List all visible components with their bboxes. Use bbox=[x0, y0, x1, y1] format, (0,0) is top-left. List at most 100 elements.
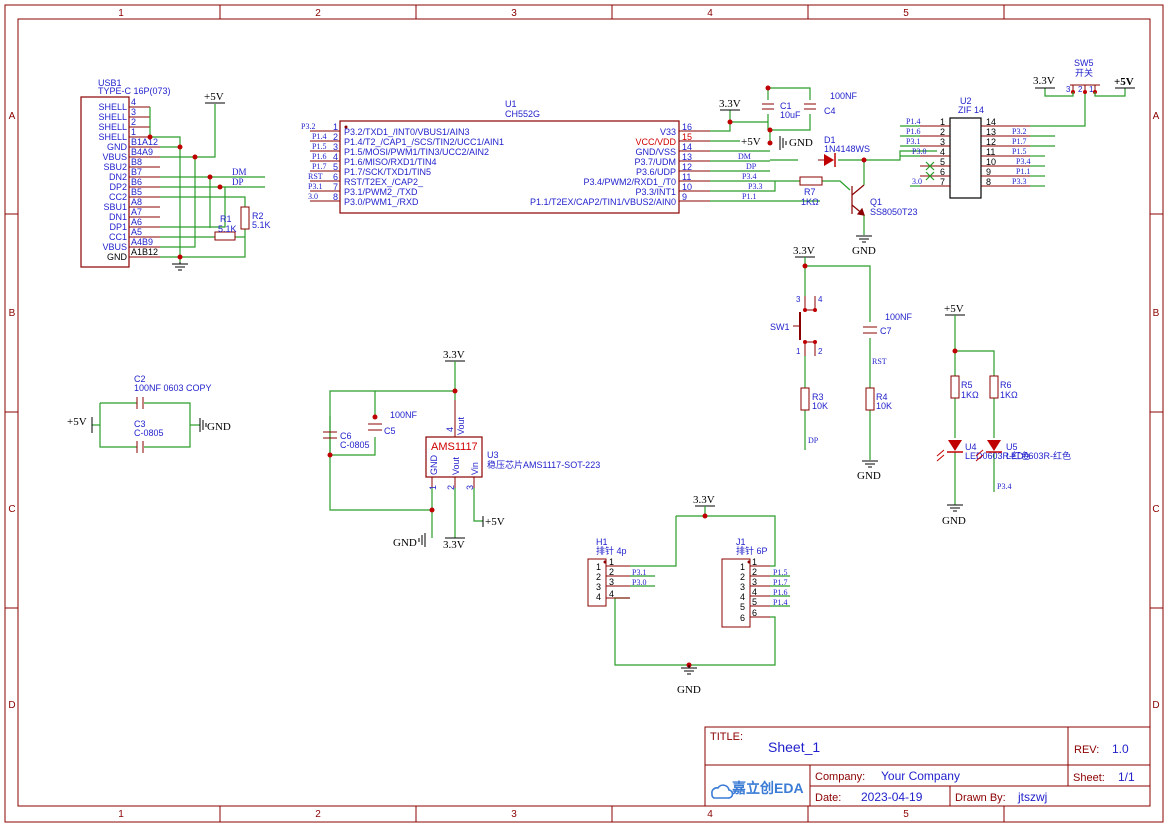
u4-led-icon bbox=[936, 440, 963, 462]
u1-right-pin: P3.3/INT1 bbox=[635, 187, 676, 197]
d1-part: 1N4148WS bbox=[824, 144, 870, 154]
u1-right-pin: GND/VSS bbox=[635, 147, 676, 157]
r6-ref: R6 bbox=[1000, 380, 1012, 390]
u2-zif-socket: U2 ZIF 14 1 2 3 4 5 6 7 14 13 12 11 10 9 bbox=[920, 96, 1030, 199]
usb-pin-name: DP2 bbox=[109, 182, 127, 192]
r7-resistor: R7 1KΩ bbox=[799, 176, 823, 207]
u1-pin-num: 12 bbox=[682, 162, 692, 172]
net-label: P1.4 bbox=[906, 117, 920, 126]
u2-pin-num: 12 bbox=[986, 137, 996, 147]
led-wires bbox=[954, 315, 995, 505]
gnd-label: GND bbox=[942, 515, 966, 527]
u1-pin-num: 10 bbox=[682, 182, 692, 192]
row-label: B bbox=[9, 308, 16, 319]
usb-pin-num: 4 bbox=[131, 97, 136, 107]
usb-pin-num: B5 bbox=[131, 187, 142, 197]
u1-left-pin: P1.7/SCK/TXD1/TIN5 bbox=[344, 167, 431, 177]
u1-pin-num: 4 bbox=[333, 152, 338, 162]
row-label: C bbox=[8, 504, 15, 515]
usb-power: +5V DM DP bbox=[172, 91, 247, 271]
r2-ref: R2 bbox=[252, 211, 264, 221]
u1-pin-num: 2 bbox=[333, 132, 338, 142]
drawn-label: Drawn By: bbox=[955, 792, 1006, 804]
u1-right-pin: V33 bbox=[660, 127, 676, 137]
c6-capacitor bbox=[323, 431, 337, 439]
u5-part: LED0603R-红色 bbox=[1006, 450, 1071, 461]
col-label: 5 bbox=[903, 809, 909, 820]
r7-ref: R7 bbox=[804, 187, 816, 197]
j1-pin-num: 4 bbox=[752, 587, 757, 597]
col-label: 5 bbox=[903, 8, 909, 19]
net-label: P1.6 bbox=[312, 152, 326, 161]
r2-resistor: R2 5.1K bbox=[240, 206, 271, 230]
u3-pin-name: Vout bbox=[451, 456, 461, 475]
j1-pin-num: 2 bbox=[752, 567, 757, 577]
company-value: Your Company bbox=[881, 769, 960, 783]
h1-header: H1 排针 4p 1 2 3 4 1 2 3 4 P3.1 P3.0 bbox=[587, 537, 646, 607]
no-connect-icon bbox=[925, 161, 935, 181]
c4-ref: C4 bbox=[824, 106, 836, 116]
c6-value: C-0805 bbox=[340, 440, 370, 450]
u2-part: ZIF 14 bbox=[958, 105, 984, 115]
net-label: P1.5 bbox=[312, 142, 326, 151]
sw1-pin-num: 3 bbox=[796, 295, 801, 304]
r7-value: 1KΩ bbox=[801, 197, 819, 207]
c3-ref: C3 bbox=[134, 419, 146, 429]
c2-capacitor bbox=[136, 397, 144, 409]
company-label: Company: bbox=[815, 771, 865, 783]
q1-ref: Q1 bbox=[870, 197, 882, 207]
j1-pin-num: 6 bbox=[740, 613, 745, 623]
r3-ref: R3 bbox=[812, 392, 824, 402]
u1-right-pin: P1.1/T2EX/CAP2/TIN1/VBUS2/AIN0 bbox=[530, 197, 676, 207]
usb-pin-name: VBUS bbox=[102, 152, 127, 162]
u1-pin-num: 9 bbox=[682, 192, 687, 202]
rst-net: RST bbox=[872, 357, 887, 366]
p33-label: 3.3V bbox=[443, 539, 465, 551]
net-label: P3.1 bbox=[906, 137, 920, 146]
sw5-pin-num: 1 bbox=[1089, 85, 1094, 94]
net-label: P1.5 bbox=[1012, 147, 1026, 156]
usb-pin-name: SHELL bbox=[98, 122, 127, 132]
c4-capacitor bbox=[804, 103, 816, 110]
u3-pin-num: 1 bbox=[428, 485, 438, 490]
sw5-wires bbox=[1044, 88, 1126, 97]
gnd-symbol-icon bbox=[779, 136, 787, 150]
u3-pin-name: GND bbox=[429, 455, 439, 476]
c3-capacitor bbox=[136, 441, 144, 453]
u4-part: LED0603R-红色 bbox=[965, 450, 1030, 461]
u1-left-pin: P3.2/TXD1_/INT0/VBUS1/AIN3 bbox=[344, 127, 470, 137]
p5v-label: +5V bbox=[485, 516, 505, 528]
u3-regulator: AMS1117 Vout 4 GND Vout Vin 1 2 3 U3 稳压芯… bbox=[425, 400, 600, 490]
u3-ref: U3 bbox=[487, 450, 499, 460]
col-label: 2 bbox=[315, 809, 321, 820]
col-label: 4 bbox=[707, 8, 713, 19]
gnd-label: GND bbox=[677, 684, 701, 696]
p33-label: 3.3V bbox=[443, 349, 465, 361]
u2-wires bbox=[900, 92, 1086, 187]
usb-pin-name: GND bbox=[107, 252, 128, 262]
usb-pin-num: B6 bbox=[131, 177, 142, 187]
h1-ref: H1 bbox=[596, 537, 608, 547]
p5v-label: +5V bbox=[204, 91, 224, 103]
usb1-ref: USB1 bbox=[98, 78, 122, 88]
gnd-symbol-icon bbox=[172, 262, 188, 271]
u2-pin-num: 10 bbox=[986, 157, 996, 167]
sw1-wires bbox=[804, 257, 871, 460]
net-label: 3.0 bbox=[912, 177, 922, 186]
sheet-frame bbox=[4, 4, 1164, 823]
usb-pin-num: A7 bbox=[131, 207, 142, 217]
usb-pin-name: DN2 bbox=[109, 172, 127, 182]
j1-pin-num: 1 bbox=[740, 562, 745, 572]
c1-ref: C1 bbox=[780, 101, 792, 111]
c4-value: 100NF bbox=[830, 91, 858, 101]
usb-pin-num: A8 bbox=[131, 197, 142, 207]
u5-led-icon bbox=[975, 440, 1002, 462]
cloud-logo-icon bbox=[711, 784, 734, 799]
c2-value: 100NF 0603 COPY bbox=[134, 383, 212, 393]
gnd-symbol-icon bbox=[862, 460, 878, 468]
sw5-ref: SW5 bbox=[1074, 58, 1094, 68]
gnd-label: GND bbox=[207, 421, 231, 433]
bulk-cap-wires bbox=[92, 402, 200, 448]
u1-left-pin: P1.4/T2_/CAP1_/SCS/TIN2/UCC1/AIN1 bbox=[344, 137, 504, 147]
u1-pin-num: 15 bbox=[682, 132, 692, 142]
